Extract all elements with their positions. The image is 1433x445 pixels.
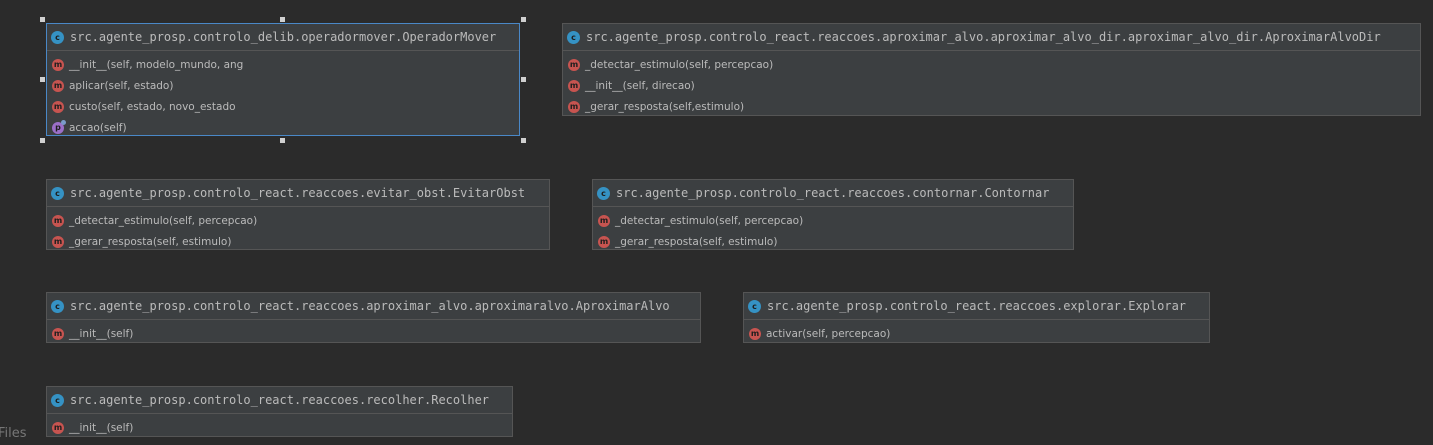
method-icon: m (52, 100, 64, 113)
class-name: src.agente_prosp.controlo_delib.operador… (70, 30, 497, 44)
method-icon: m (749, 327, 761, 340)
method-item[interactable]: m _detectar_estimulo(self, percepcao) (593, 210, 1073, 231)
class-node-header: c src.agente_prosp.controlo_react.reacco… (593, 180, 1073, 207)
method-icon: m (52, 235, 64, 248)
method-signature: _detectar_estimulo(self, percepcao) (69, 214, 258, 227)
class-node-header: c src.agente_prosp.controlo_delib.operad… (47, 24, 519, 51)
method-signature: custo(self, estado, novo_estado (69, 100, 236, 113)
class-node-aproximaralvo[interactable]: c src.agente_prosp.controlo_react.reacco… (46, 292, 701, 343)
class-node-header: c src.agente_prosp.controlo_react.reacco… (563, 24, 1420, 51)
class-name: src.agente_prosp.controlo_react.reaccoes… (70, 186, 526, 200)
property-item[interactable]: p accao(self) (47, 117, 519, 138)
method-signature: __init__(self) (69, 421, 134, 434)
property-icon: p (52, 119, 66, 134)
method-icon: m (52, 327, 64, 340)
class-icon: c (51, 299, 64, 313)
method-signature: _gerar_resposta(self, estimulo) (615, 235, 778, 248)
method-icon: m (52, 421, 64, 434)
method-icon: m (598, 235, 610, 248)
class-members: m _detectar_estimulo(self, percepcao) m … (47, 207, 549, 252)
resize-handle-bottom-middle[interactable] (280, 138, 285, 143)
class-node-header: c src.agente_prosp.controlo_react.reacco… (744, 293, 1209, 320)
class-icon: c (51, 30, 64, 44)
method-signature: __init__(self, direcao) (585, 79, 695, 92)
class-name: src.agente_prosp.controlo_react.reaccoes… (767, 299, 1187, 313)
class-node-explorar[interactable]: c src.agente_prosp.controlo_react.reacco… (743, 292, 1210, 343)
files-tool-window-label[interactable]: Files (0, 426, 27, 441)
class-name: src.agente_prosp.controlo_react.reaccoes… (70, 393, 490, 407)
method-item[interactable]: m _gerar_resposta(self, estimulo) (47, 231, 549, 252)
method-item[interactable]: m __init__(self) (47, 323, 700, 344)
class-icon: c (748, 299, 761, 313)
class-name: src.agente_prosp.controlo_react.reaccoes… (70, 299, 670, 313)
class-icon: c (51, 186, 64, 200)
method-item[interactable]: m __init__(self, modelo_mundo, ang (47, 54, 519, 75)
resize-handle-middle-left[interactable] (40, 77, 45, 82)
resize-handle-middle-right[interactable] (521, 77, 526, 82)
method-item[interactable]: m aplicar(self, estado) (47, 75, 519, 96)
class-members: m __init__(self) (47, 320, 700, 344)
method-signature: __init__(self) (69, 327, 134, 340)
class-node-operadormover[interactable]: c src.agente_prosp.controlo_delib.operad… (46, 23, 520, 136)
resize-handle-top-left[interactable] (40, 17, 45, 22)
method-item[interactable]: m _gerar_resposta(self, estimulo) (593, 231, 1073, 252)
method-icon: m (568, 100, 580, 113)
method-icon: m (52, 79, 64, 92)
method-icon: m (52, 58, 64, 71)
class-members: m __init__(self, modelo_mundo, ang m apl… (47, 51, 519, 138)
class-node-header: c src.agente_prosp.controlo_react.reacco… (47, 180, 549, 207)
class-name: src.agente_prosp.controlo_react.reaccoes… (586, 30, 1381, 44)
class-members: m _detectar_estimulo(self, percepcao) m … (563, 51, 1420, 117)
class-icon: c (51, 393, 64, 407)
class-node-aproximaralvodir[interactable]: c src.agente_prosp.controlo_react.reacco… (562, 23, 1421, 116)
method-item[interactable]: m __init__(self) (47, 417, 512, 438)
method-icon: m (568, 58, 580, 71)
class-icon: c (567, 30, 580, 44)
resize-handle-top-middle[interactable] (280, 17, 285, 22)
method-item[interactable]: m _detectar_estimulo(self, percepcao) (47, 210, 549, 231)
class-members: m _detectar_estimulo(self, percepcao) m … (593, 207, 1073, 252)
method-signature: _detectar_estimulo(self, percepcao) (585, 58, 774, 71)
method-signature: __init__(self, modelo_mundo, ang (69, 58, 244, 71)
method-icon: m (52, 214, 64, 227)
resize-handle-bottom-left[interactable] (40, 138, 45, 143)
method-item[interactable]: m _gerar_resposta(self,estimulo) (563, 96, 1420, 117)
method-item[interactable]: m custo(self, estado, novo_estado (47, 96, 519, 117)
method-signature: _detectar_estimulo(self, percepcao) (615, 214, 804, 227)
class-node-recolher[interactable]: c src.agente_prosp.controlo_react.reacco… (46, 386, 513, 437)
class-node-evitarobst[interactable]: c src.agente_prosp.controlo_react.reacco… (46, 179, 550, 250)
class-node-contornar[interactable]: c src.agente_prosp.controlo_react.reacco… (592, 179, 1074, 250)
method-signature: aplicar(self, estado) (69, 79, 174, 92)
method-icon: m (568, 79, 580, 92)
method-signature: _gerar_resposta(self,estimulo) (585, 100, 745, 113)
class-node-header: c src.agente_prosp.controlo_react.reacco… (47, 293, 700, 320)
method-item[interactable]: m activar(self, percepcao) (744, 323, 1209, 344)
method-item[interactable]: m __init__(self, direcao) (563, 75, 1420, 96)
resize-handle-top-right[interactable] (521, 17, 526, 22)
resize-handle-bottom-right[interactable] (521, 138, 526, 143)
class-icon: c (597, 186, 610, 200)
method-icon: m (598, 214, 610, 227)
method-signature: activar(self, percepcao) (766, 327, 891, 340)
class-members: m __init__(self) (47, 414, 512, 438)
property-signature: accao(self) (69, 121, 127, 134)
method-signature: _gerar_resposta(self, estimulo) (69, 235, 232, 248)
method-item[interactable]: m _detectar_estimulo(self, percepcao) (563, 54, 1420, 75)
class-members: m activar(self, percepcao) (744, 320, 1209, 344)
class-name: src.agente_prosp.controlo_react.reaccoes… (616, 186, 1050, 200)
class-node-header: c src.agente_prosp.controlo_react.reacco… (47, 387, 512, 414)
